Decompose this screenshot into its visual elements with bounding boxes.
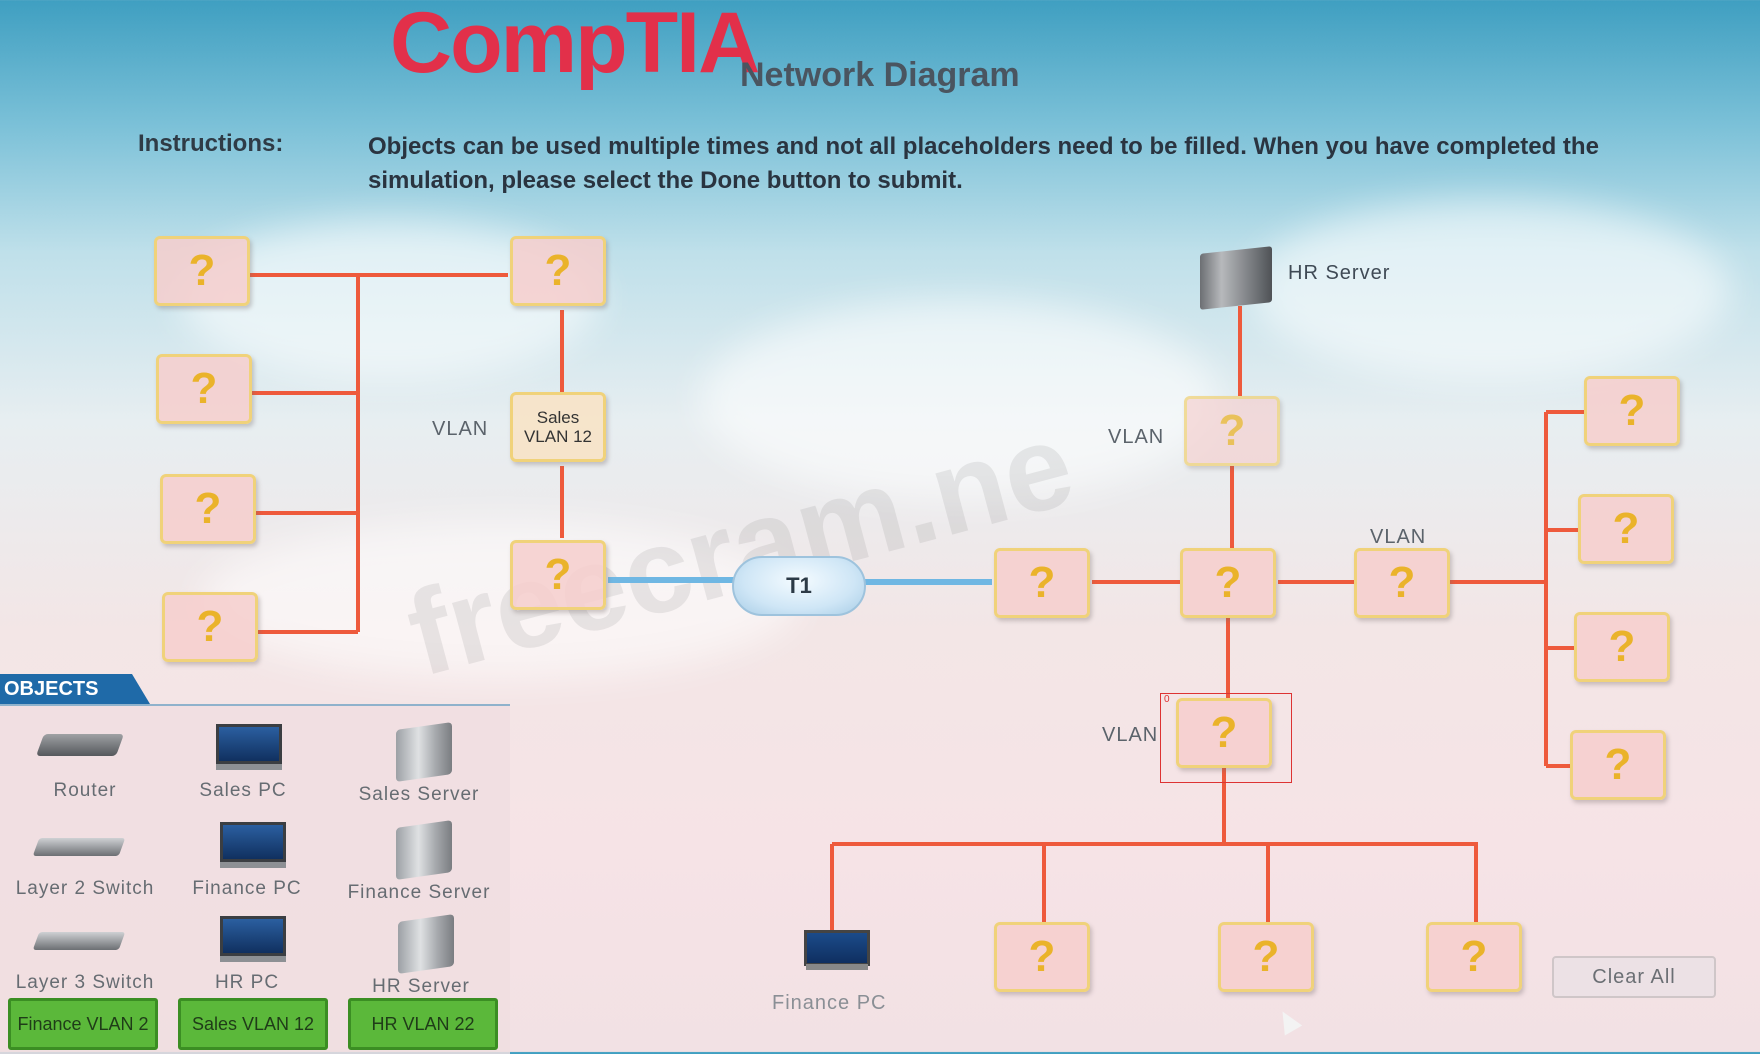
object-layer-2-switch[interactable]: Layer 2 Switch bbox=[0, 810, 170, 906]
object-label: HR Server bbox=[372, 976, 470, 997]
object-label: Layer 3 Switch bbox=[15, 972, 155, 993]
object-hr-pc[interactable]: HR PC bbox=[162, 904, 332, 1000]
placeholder-left-1[interactable]: ? bbox=[154, 236, 250, 306]
switch-icon bbox=[32, 838, 126, 856]
server-icon bbox=[396, 820, 452, 880]
placeholder-right-2[interactable]: ? bbox=[1578, 494, 1674, 564]
placeholder-bottom-2[interactable]: ? bbox=[1218, 922, 1314, 992]
instructions-label: Instructions: bbox=[138, 130, 284, 157]
hr-server-label: HR Server bbox=[1288, 262, 1391, 284]
placeholder-right-1[interactable]: ? bbox=[1584, 376, 1680, 446]
object-label: Router bbox=[53, 780, 117, 801]
object-sales-pc[interactable]: Sales PC bbox=[158, 712, 328, 808]
finance-pc-label: Finance PC bbox=[772, 992, 887, 1014]
placeholder-left-2[interactable]: ? bbox=[156, 354, 252, 424]
pc-icon bbox=[220, 822, 286, 862]
objects-panel: Router Sales PC Sales Server Layer 2 Swi… bbox=[0, 704, 510, 1054]
router-icon bbox=[35, 734, 125, 756]
placeholder-right-router[interactable]: ? bbox=[994, 548, 1090, 618]
switch-icon bbox=[32, 932, 126, 950]
object-label: Finance Server bbox=[347, 882, 491, 903]
placeholder-right-vlan[interactable]: ? bbox=[1354, 548, 1450, 618]
placeholder-core-switch[interactable]: ? bbox=[1180, 548, 1276, 618]
vlan-label-hr: VLAN bbox=[1108, 426, 1165, 448]
pc-base bbox=[216, 764, 282, 770]
vlan-label-right: VLAN bbox=[1370, 526, 1427, 548]
selection-index: 0 bbox=[1164, 694, 1170, 705]
finance-pc-icon bbox=[804, 930, 870, 966]
object-finance-pc[interactable]: Finance PC bbox=[162, 810, 332, 906]
sales-vlan-12-box[interactable]: Sales VLAN 12 bbox=[510, 392, 606, 462]
pc-base bbox=[220, 956, 286, 962]
object-label: HR PC bbox=[214, 972, 280, 993]
object-sales-server[interactable]: Sales Server bbox=[334, 716, 504, 812]
placeholder-right-3[interactable]: ? bbox=[1574, 612, 1670, 682]
vlan-label-finance: VLAN bbox=[1102, 724, 1159, 746]
sales-vlan-12-button[interactable]: Sales VLAN 12 bbox=[178, 998, 328, 1050]
server-icon bbox=[396, 722, 452, 782]
placeholder-bottom-3[interactable]: ? bbox=[1426, 922, 1522, 992]
placeholder-hr-vlan[interactable]: ? bbox=[1184, 396, 1280, 466]
instructions-text: Objects can be used multiple times and n… bbox=[368, 133, 1599, 194]
object-finance-server[interactable]: Finance Server bbox=[334, 814, 504, 910]
object-hr-server[interactable]: HR Server bbox=[336, 908, 506, 1004]
object-label: Sales PC bbox=[199, 780, 287, 801]
pc-base bbox=[220, 862, 286, 868]
pc-icon bbox=[216, 724, 282, 764]
background-cloud bbox=[700, 300, 1220, 500]
placeholder-finance-vlan[interactable]: ? bbox=[1176, 698, 1272, 768]
placeholder-top-switch[interactable]: ? bbox=[510, 236, 606, 306]
background-cloud bbox=[200, 520, 800, 680]
selection-highlight: 0 bbox=[1160, 693, 1292, 783]
server-icon bbox=[398, 914, 454, 974]
background-cloud bbox=[1250, 200, 1730, 380]
pc-icon bbox=[220, 916, 286, 956]
placeholder-bottom-1[interactable]: ? bbox=[994, 922, 1090, 992]
object-router[interactable]: Router bbox=[0, 712, 170, 808]
objects-panel-tab: OBJECTS bbox=[0, 674, 150, 704]
hr-vlan-22-button[interactable]: HR VLAN 22 bbox=[348, 998, 498, 1050]
placeholder-left-4[interactable]: ? bbox=[162, 592, 258, 662]
page-title: Network Diagram bbox=[740, 56, 1020, 94]
finance-pc-stand bbox=[806, 964, 868, 970]
vlan-label-sales: VLAN bbox=[432, 418, 489, 440]
finance-vlan-2-button[interactable]: Finance VLAN 2 bbox=[8, 998, 158, 1050]
object-label: Sales Server bbox=[358, 784, 480, 805]
placeholder-left-3[interactable]: ? bbox=[160, 474, 256, 544]
placeholder-left-router[interactable]: ? bbox=[510, 540, 606, 610]
object-layer-3-switch[interactable]: Layer 3 Switch bbox=[0, 904, 170, 1000]
t1-wan-cloud: T1 bbox=[732, 556, 866, 616]
comptia-logo: CompTIA bbox=[390, 0, 760, 91]
hr-server-icon bbox=[1200, 246, 1272, 310]
object-label: Finance PC bbox=[192, 878, 302, 899]
object-label: Layer 2 Switch bbox=[15, 878, 155, 899]
placeholder-right-4[interactable]: ? bbox=[1570, 730, 1666, 800]
clear-all-button[interactable]: Clear All bbox=[1552, 956, 1716, 998]
